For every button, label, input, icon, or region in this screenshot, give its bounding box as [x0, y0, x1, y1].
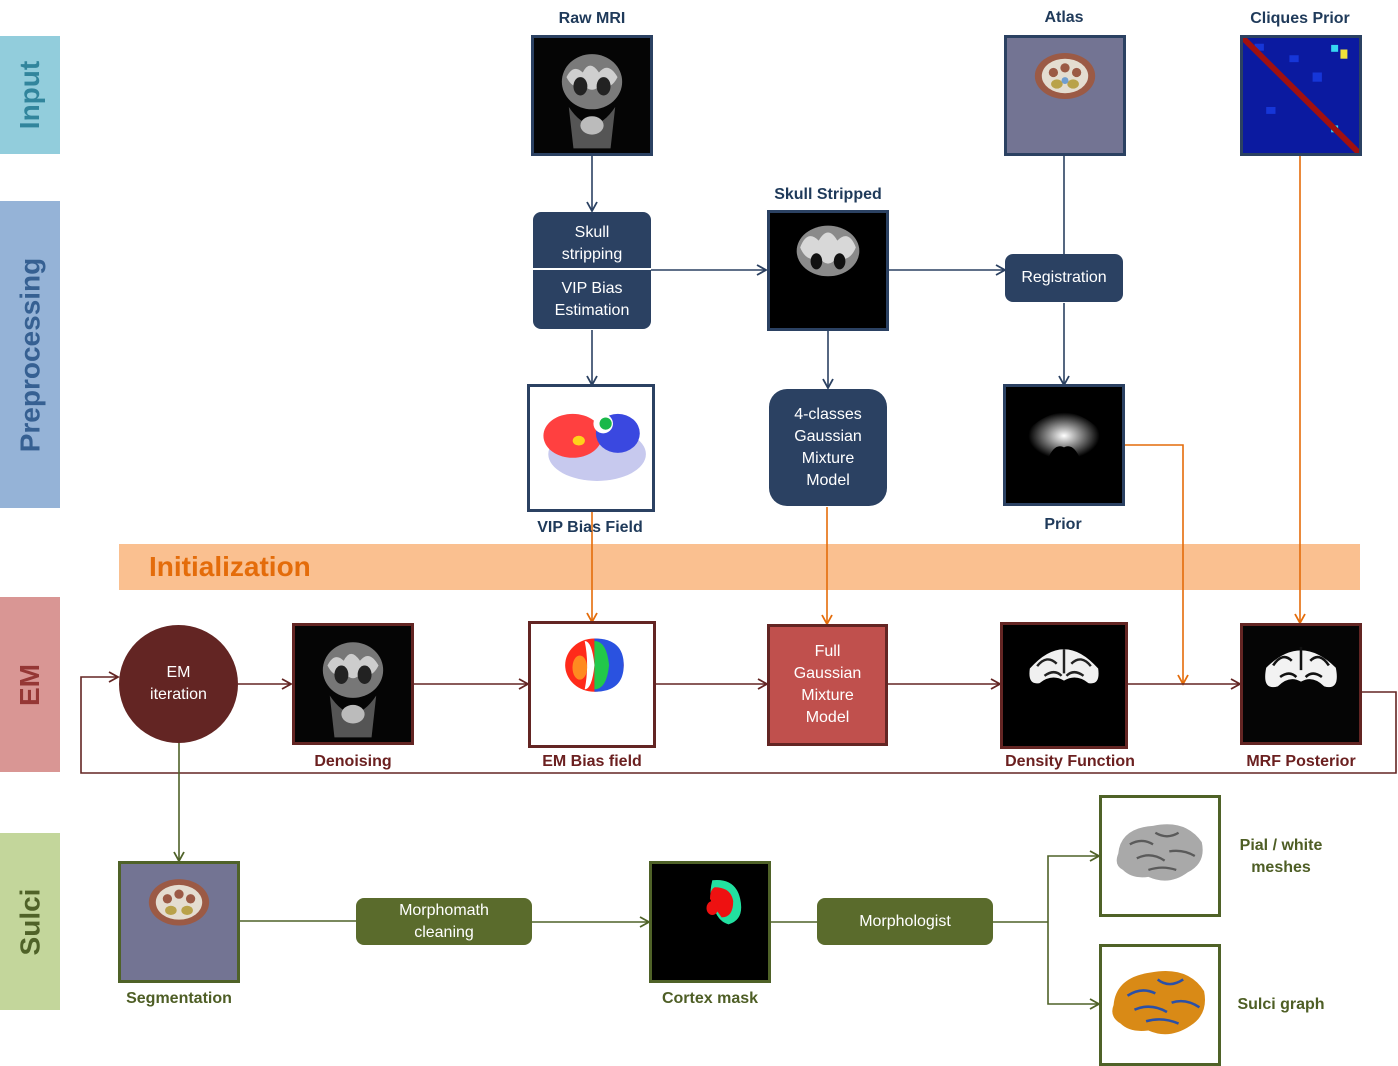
label-density-function: Density Function	[1005, 753, 1135, 770]
label-mrf-posterior: MRF Posterior	[1246, 753, 1356, 770]
label-cortex-mask: Cortex mask	[661, 990, 759, 1007]
arrow-prior-to-posterior-path	[1125, 444, 1189, 686]
cortex-mask-image	[649, 861, 771, 983]
arrow-branch-to-pial	[1047, 850, 1101, 922]
morphologist-box: Morphologist	[817, 898, 993, 945]
registration-label: Registration	[1021, 269, 1107, 286]
band-em: EM	[0, 597, 60, 772]
gmm4-box: 4-classes Gaussian Mixture Model	[769, 389, 887, 506]
label-denoising: Denoising	[314, 753, 392, 770]
label-raw-mri: Raw MRI	[558, 10, 626, 27]
full-gmm-box: Full Gaussian Mixture Model	[767, 624, 888, 746]
label-cliques-prior: Cliques Prior	[1250, 10, 1350, 27]
label-atlas: Atlas	[1044, 9, 1084, 26]
label-sulci-graph: Sulci graph	[1237, 996, 1325, 1013]
sulci-graph-image	[1099, 944, 1221, 1066]
skull-stripped-image	[767, 210, 889, 331]
label-prior: Prior	[1044, 516, 1082, 533]
label-pial-white-line1: Pial / white	[1239, 837, 1323, 854]
loop-posterior-to-em	[80, 671, 1397, 774]
pial-white-meshes-image	[1099, 795, 1221, 917]
morphomath-label: Morphomath cleaning	[399, 901, 489, 941]
skull-bias-divider	[533, 268, 651, 270]
gmm4-label: 4-classes Gaussian Mixture Model	[794, 405, 862, 489]
em-iteration-node: EM iteration	[119, 625, 238, 743]
denoising-image	[292, 623, 414, 745]
initialization-bar: Initialization	[119, 544, 1360, 590]
band-input: Input	[0, 36, 60, 154]
skull-stripping-label: Skull stripping	[561, 224, 623, 263]
band-preprocessing: Preprocessing	[0, 201, 60, 508]
morphomath-box: Morphomath cleaning	[356, 898, 532, 945]
segmentation-image	[118, 861, 240, 983]
label-vip-bias-field: VIP Bias Field	[537, 519, 643, 536]
arrow-branch-to-sulci	[1047, 922, 1101, 1010]
em-bias-field-image	[528, 621, 656, 748]
label-pial-white-line2: meshes	[1251, 859, 1311, 876]
band-sulci: Sulci	[0, 833, 60, 1010]
skull-stripping-box: Skull stripping VIP Bias Estimation	[533, 212, 651, 329]
atlas-image	[1004, 35, 1126, 156]
label-em-bias-field: EM Bias field	[542, 753, 642, 770]
full-gmm-label: Full Gaussian Mixture Model	[793, 643, 862, 726]
density-function-image	[1000, 622, 1128, 749]
cliques-prior-image	[1240, 35, 1362, 156]
em-iteration-label: EM iteration	[150, 664, 207, 703]
prior-image	[1003, 384, 1125, 506]
raw-mri-image	[531, 35, 653, 156]
label-skull-stripped: Skull Stripped	[774, 186, 882, 203]
registration-box: Registration	[1005, 254, 1123, 302]
initialization-label: Initialization	[149, 551, 311, 582]
vip-bias-estimation-label: VIP Bias Estimation	[554, 280, 630, 319]
label-segmentation: Segmentation	[126, 990, 232, 1007]
mrf-posterior-image	[1240, 623, 1362, 745]
morphologist-label: Morphologist	[859, 912, 951, 930]
vip-bias-field-image	[527, 384, 655, 512]
